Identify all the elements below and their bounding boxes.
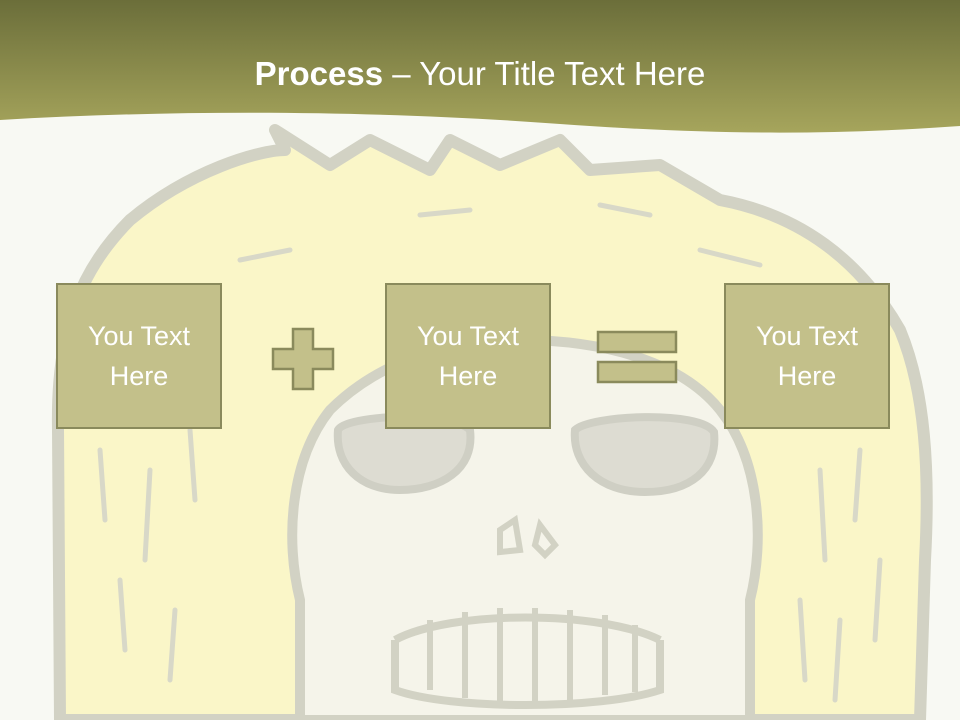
plus-icon <box>271 327 335 391</box>
process-box-3[interactable]: You Text Here <box>724 283 890 429</box>
header-band <box>0 0 960 133</box>
title-text: – Your Title Text Here <box>383 55 706 92</box>
slide-title[interactable]: Process – Your Title Text Here <box>0 52 960 96</box>
equals-icon <box>596 330 678 384</box>
process-box-3-text: You Text Here <box>755 321 859 391</box>
process-box-1-text: You Text Here <box>87 321 191 391</box>
process-box-1[interactable]: You Text Here <box>56 283 222 429</box>
title-keyword: Process <box>254 55 384 92</box>
process-box-2-text: You Text Here <box>416 321 520 391</box>
process-box-2[interactable]: You Text Here <box>385 283 551 429</box>
